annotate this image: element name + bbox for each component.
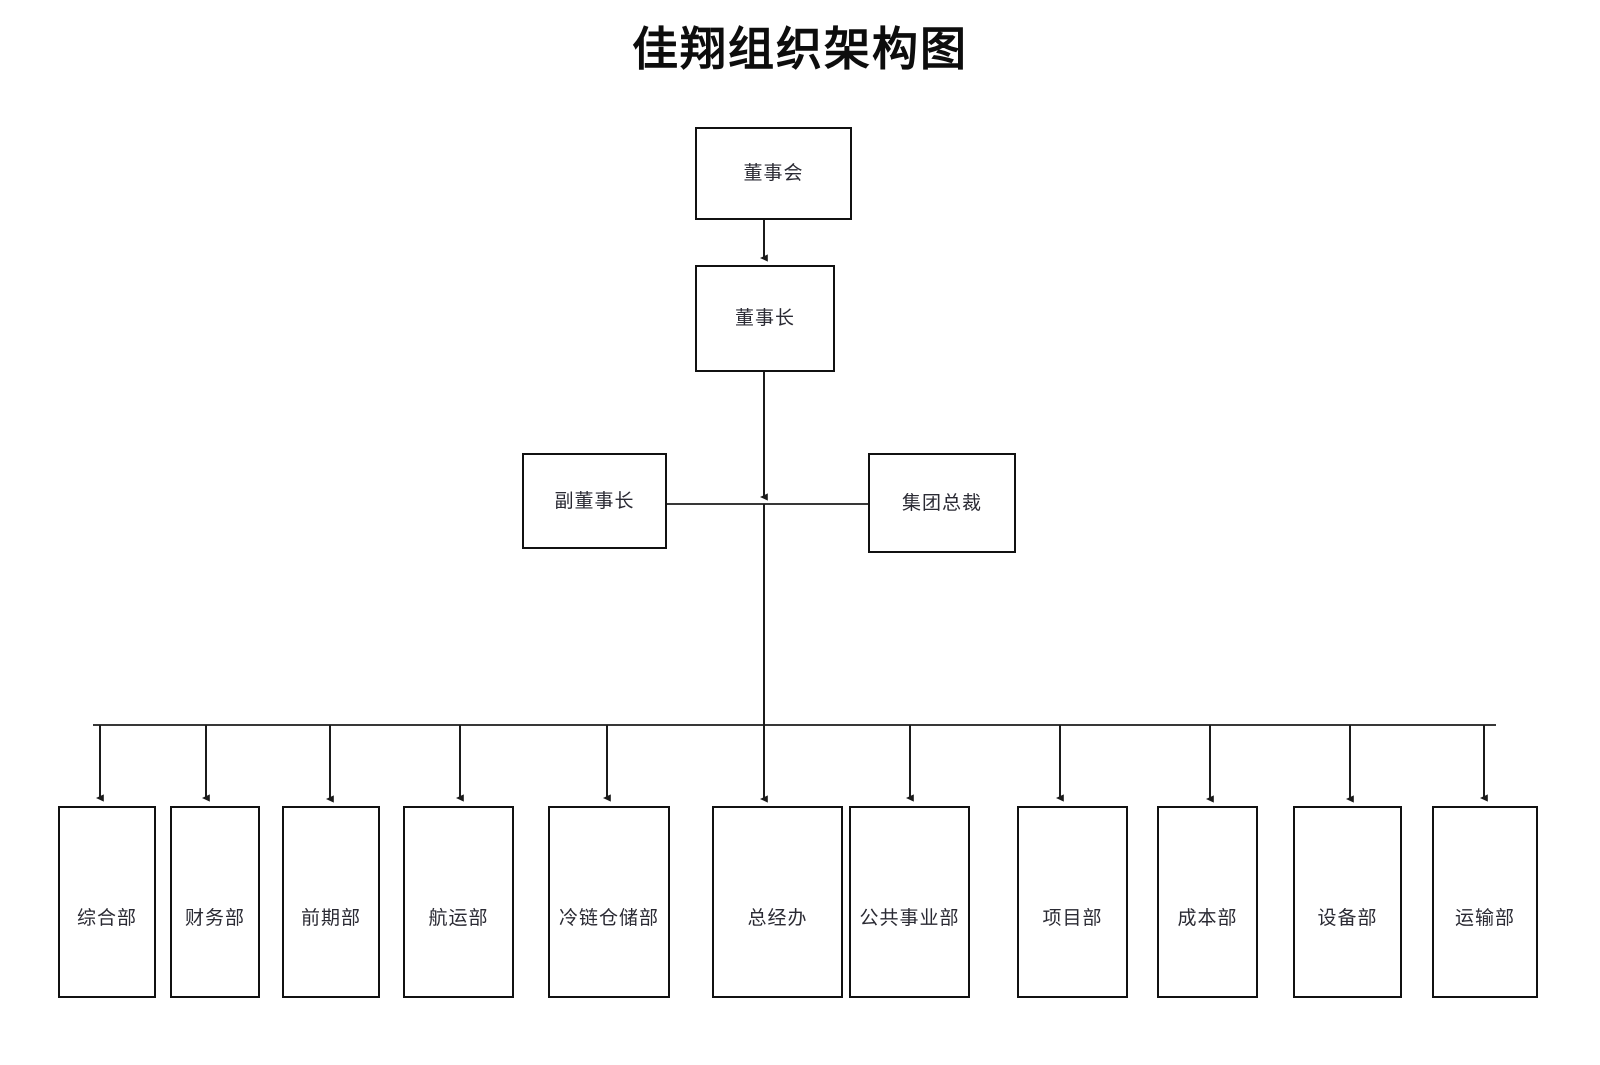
- node-vice-chairman-label: 副董事长: [554, 489, 635, 512]
- node-department-general-manager-office[interactable]: 总经办: [712, 806, 843, 998]
- node-group-president-label: 集团总裁: [901, 491, 982, 514]
- node-chairman[interactable]: 董事长: [695, 265, 835, 372]
- node-board-of-directors[interactable]: 董事会: [695, 127, 852, 220]
- node-department-equipment-label: 设备部: [1317, 907, 1378, 929]
- node-department-shipping[interactable]: 航运部: [403, 806, 514, 998]
- node-department-preliminary-label: 前期部: [300, 907, 361, 929]
- node-group-president[interactable]: 集团总裁: [868, 453, 1016, 553]
- node-chairman-label: 董事长: [734, 307, 795, 329]
- node-department-finance-label: 财务部: [184, 907, 245, 929]
- node-department-cold-chain-warehouse-label: 冷链仓储部: [558, 907, 659, 929]
- node-department-equipment[interactable]: 设备部: [1293, 806, 1402, 998]
- page-title: 佳翔组织架构图: [632, 22, 968, 76]
- node-department-project[interactable]: 项目部: [1017, 806, 1128, 998]
- node-department-finance[interactable]: 财务部: [170, 806, 260, 998]
- node-department-transport[interactable]: 运输部: [1432, 806, 1538, 998]
- node-department-public-utilities-label: 公共事业部: [859, 907, 960, 929]
- node-department-general[interactable]: 综合部: [58, 806, 156, 998]
- node-department-cost[interactable]: 成本部: [1157, 806, 1258, 998]
- node-department-transport-label: 运输部: [1454, 907, 1515, 929]
- node-vice-chairman[interactable]: 副董事长: [522, 453, 667, 549]
- node-department-cost-label: 成本部: [1177, 907, 1238, 929]
- node-department-public-utilities[interactable]: 公共事业部: [849, 806, 970, 998]
- node-board-of-directors-label: 董事会: [743, 162, 804, 184]
- node-department-shipping-label: 航运部: [428, 907, 489, 929]
- node-department-preliminary[interactable]: 前期部: [282, 806, 380, 998]
- node-department-cold-chain-warehouse[interactable]: 冷链仓储部: [548, 806, 670, 998]
- node-department-general-manager-office-label: 总经办: [747, 907, 808, 929]
- node-department-general-label: 综合部: [76, 907, 137, 929]
- node-department-project-label: 项目部: [1042, 907, 1103, 929]
